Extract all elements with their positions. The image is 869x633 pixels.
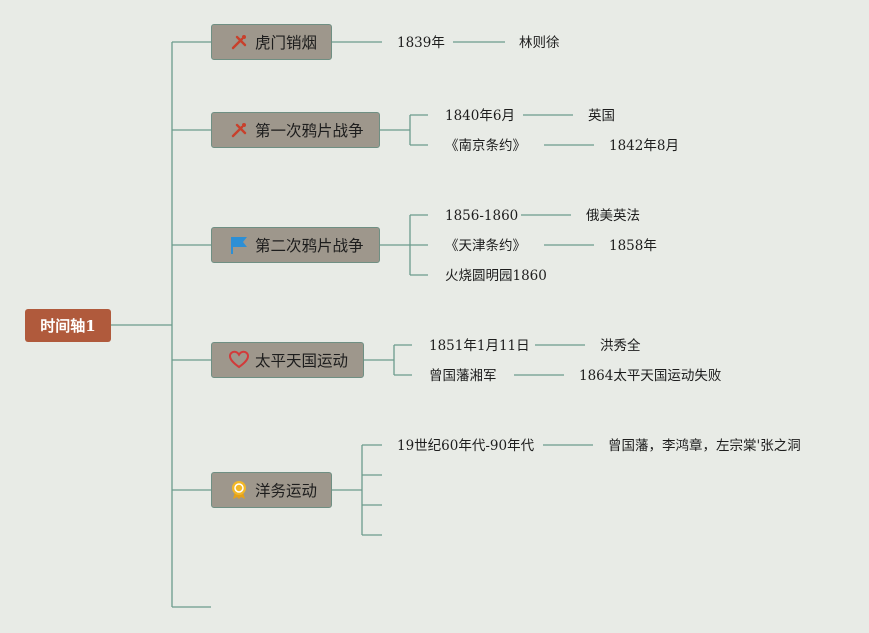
leaf-text: 英国 bbox=[588, 108, 615, 124]
leaf-text: 《南京条约》 bbox=[445, 138, 526, 154]
topic-taiping-node[interactable]: 太平天国运动 bbox=[211, 342, 364, 378]
leaf-text: 曾国藩湘军 bbox=[429, 368, 497, 384]
medal-icon bbox=[228, 479, 250, 501]
root-node[interactable]: 时间轴1 bbox=[25, 309, 111, 342]
leaf-text: 洪秀全 bbox=[600, 338, 641, 354]
topic-label: 第二次鸦片战争 bbox=[255, 237, 364, 255]
leaf-text: 林则徐 bbox=[519, 35, 560, 51]
topic-label: 第一次鸦片战争 bbox=[255, 122, 364, 140]
tools-icon bbox=[228, 119, 250, 141]
topic-label: 洋务运动 bbox=[255, 482, 318, 500]
leaf-text: 1842年8月 bbox=[609, 138, 679, 154]
topic-first-opium-war-node[interactable]: 第一次鸦片战争 bbox=[211, 112, 380, 148]
topic-humen-node[interactable]: 虎门销烟 bbox=[211, 24, 332, 60]
leaf-text: 《天津条约》 bbox=[445, 238, 526, 254]
leaf-text: 曾国藩，李鸿章，左宗棠'张之洞 bbox=[608, 438, 801, 454]
topic-label: 虎门销烟 bbox=[255, 34, 318, 52]
topic-label: 太平天国运动 bbox=[255, 352, 349, 370]
leaf-text: 1840年6月 bbox=[445, 108, 515, 124]
root-label: 时间轴1 bbox=[40, 317, 96, 335]
leaf-text: 1839年 bbox=[397, 35, 445, 51]
heart-icon bbox=[228, 349, 250, 371]
leaf-text: 19世纪60年代-90年代 bbox=[397, 438, 535, 454]
flag-icon bbox=[228, 234, 250, 256]
leaf-text: 1856-1860 bbox=[445, 208, 519, 224]
leaf-text: 火烧圆明园1860 bbox=[445, 268, 547, 284]
leaf-text: 1858年 bbox=[609, 238, 657, 254]
leaf-text: 1864太平天国运动失败 bbox=[579, 368, 722, 384]
topic-westernization-node[interactable]: 洋务运动 bbox=[211, 472, 332, 508]
topic-second-opium-war-node[interactable]: 第二次鸦片战争 bbox=[211, 227, 380, 263]
leaf-text: 俄美英法 bbox=[586, 208, 640, 224]
leaf-text: 1851年1月11日 bbox=[429, 338, 530, 354]
tools-icon bbox=[228, 31, 250, 53]
